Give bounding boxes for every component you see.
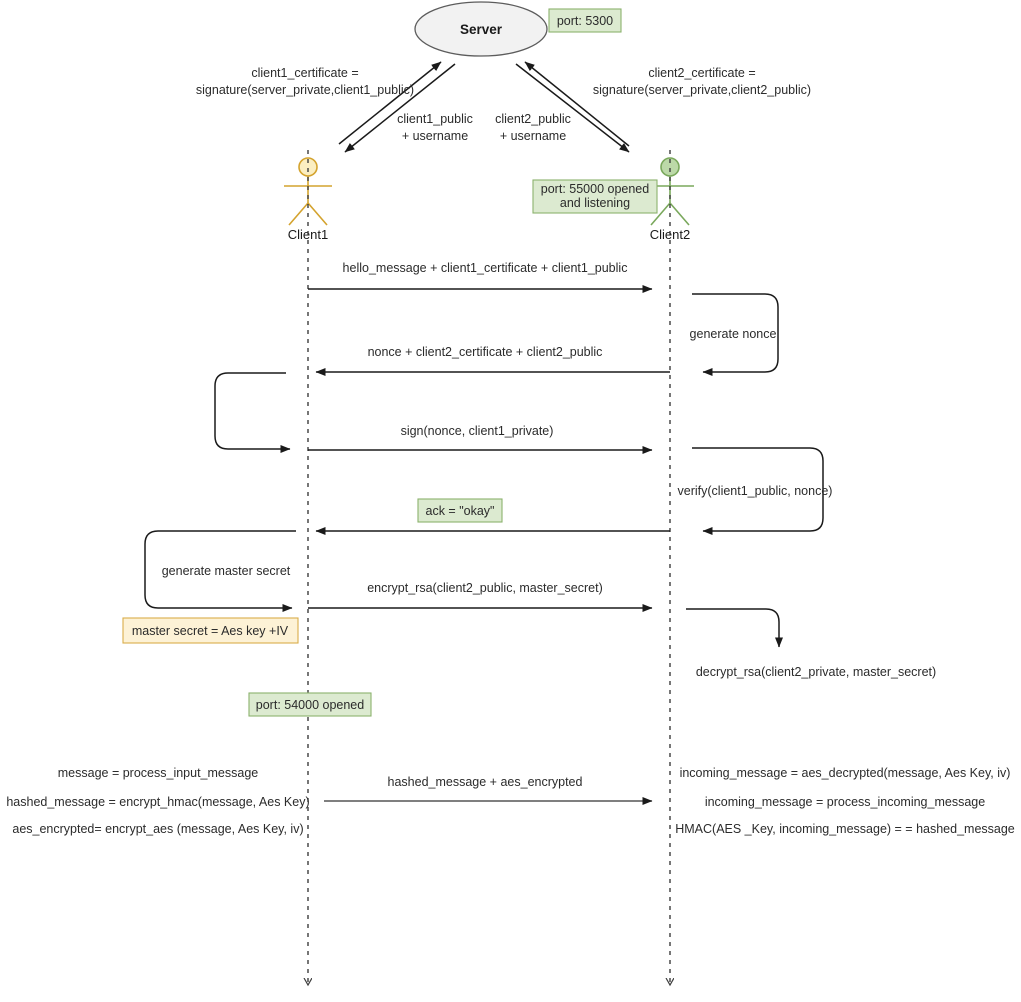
port-54000-note: port: 54000 opened — [248, 692, 372, 717]
client2-registration-arrows — [515, 61, 630, 153]
message-hello-label: hello_message + client1_certificate + cl… — [343, 261, 628, 275]
client1-certificate-label: client1_certificate = signature(server_p… — [196, 66, 414, 97]
client2-op-3: HMAC(AES _Key, incoming_message) = = has… — [675, 822, 1015, 836]
selfcall-verify-nonce-path — [692, 447, 824, 535]
selfcall-generate-nonce[interactable]: generate nonce — [690, 293, 779, 376]
client2-certificate-label: client2_certificate = signature(server_p… — [593, 66, 811, 97]
server-to-client1-arrow — [344, 63, 456, 153]
server-label: Server — [460, 22, 503, 37]
client1-op-2: hashed_message = encrypt_hmac(message, A… — [6, 795, 309, 809]
client2-public-line1: client2_public — [495, 112, 571, 126]
client2-op-1: incoming_message = aes_decrypted(message… — [680, 766, 1011, 780]
selfcall-decrypt-rsa-label: decrypt_rsa(client2_private, master_secr… — [696, 665, 936, 679]
port-54000-note-label: port: 54000 opened — [256, 698, 364, 712]
client2-port-note-box — [532, 179, 658, 214]
client2-port-note-line2: and listening — [560, 196, 630, 210]
client2-certificate-line2: signature(server_private,client2_public) — [593, 83, 811, 97]
client1-certificate-line2: signature(server_private,client1_public) — [196, 83, 414, 97]
message-final-label: hashed_message + aes_encrypted — [388, 775, 583, 789]
client1-public-line1: client1_public — [397, 112, 473, 126]
selfcall-decrypt-rsa[interactable]: decrypt_rsa(client2_private, master_secr… — [686, 608, 936, 679]
selfcall-client1-loop-a-path — [214, 372, 291, 453]
selfcall-generate-master-secret-label: generate master secret — [162, 564, 291, 578]
message-encrypt-rsa-label: encrypt_rsa(client2_public, master_secre… — [367, 581, 603, 595]
client2-public-line2: + username — [500, 129, 566, 143]
selfcall-verify-nonce-label: verify(client1_public, nonce) — [678, 484, 833, 498]
client1-certificate-line1: client1_certificate = — [251, 66, 358, 80]
message-ack[interactable]: ack = "okay" — [315, 498, 670, 535]
client2-ops-block: incoming_message = aes_decrypted(message… — [675, 766, 1015, 836]
master-secret-note: master secret = Aes key +IV — [122, 617, 299, 644]
client1-public-line2: + username — [402, 129, 468, 143]
server-to-client2-arrow — [515, 63, 630, 153]
client2-certificate-line1: client2_certificate = — [648, 66, 755, 80]
client2-to-server-arrow — [524, 61, 630, 147]
message-nonce-reply[interactable]: nonce + client2_certificate + client2_pu… — [315, 345, 670, 376]
client2-port-note-line1: port: 55000 opened — [541, 182, 649, 196]
client1-op-3: aes_encrypted= encrypt_aes (message, Aes… — [12, 822, 303, 836]
selfcall-decrypt-rsa-path — [686, 608, 783, 648]
client1-to-server-arrow — [338, 61, 442, 145]
client2-port-note: port: 55000 opened and listening — [532, 179, 658, 214]
server-port-note-box — [548, 8, 622, 33]
selfcall-generate-nonce-label: generate nonce — [690, 327, 777, 341]
client2-public-label: client2_public + username — [495, 112, 571, 143]
client1-op-1: message = process_input_message — [58, 766, 259, 780]
server-port-note: port: 5300 — [548, 8, 622, 33]
server-node[interactable]: Server — [414, 1, 548, 57]
message-ack-note-box — [417, 498, 503, 523]
message-ack-label: ack = "okay" — [426, 504, 495, 518]
selfcall-verify-nonce[interactable]: verify(client1_public, nonce) — [678, 447, 833, 535]
master-secret-note-label: master secret = Aes key +IV — [132, 624, 289, 638]
message-hello[interactable]: hello_message + client1_certificate + cl… — [308, 261, 653, 293]
selfcall-generate-master-secret[interactable]: generate master secret — [144, 530, 296, 612]
master-secret-note-box — [122, 617, 299, 644]
selfcall-generate-nonce-path — [692, 293, 779, 376]
port-54000-note-box — [248, 692, 372, 717]
selfcall-client1-loop-a[interactable] — [214, 372, 291, 453]
server-ellipse — [414, 1, 548, 57]
message-sign-nonce[interactable]: sign(nonce, client1_private) — [308, 424, 653, 454]
message-nonce-reply-label: nonce + client2_certificate + client2_pu… — [368, 345, 603, 359]
client2-op-2: incoming_message = process_incoming_mess… — [705, 795, 985, 809]
client2-legs-icon — [650, 202, 690, 226]
client1-public-label: client1_public + username — [397, 112, 473, 143]
client1-ops-block: message = process_input_message hashed_m… — [6, 766, 309, 836]
selfcall-generate-master-secret-path — [144, 530, 296, 612]
message-final[interactable]: hashed_message + aes_encrypted — [324, 775, 653, 805]
message-sign-nonce-label: sign(nonce, client1_private) — [401, 424, 554, 438]
server-port-note-label: port: 5300 — [557, 14, 613, 28]
client1-registration-arrows — [338, 61, 456, 153]
message-encrypt-rsa[interactable]: encrypt_rsa(client2_public, master_secre… — [308, 581, 653, 612]
client1-actor[interactable]: Client1 — [284, 157, 332, 242]
client1-legs-icon — [288, 202, 328, 226]
